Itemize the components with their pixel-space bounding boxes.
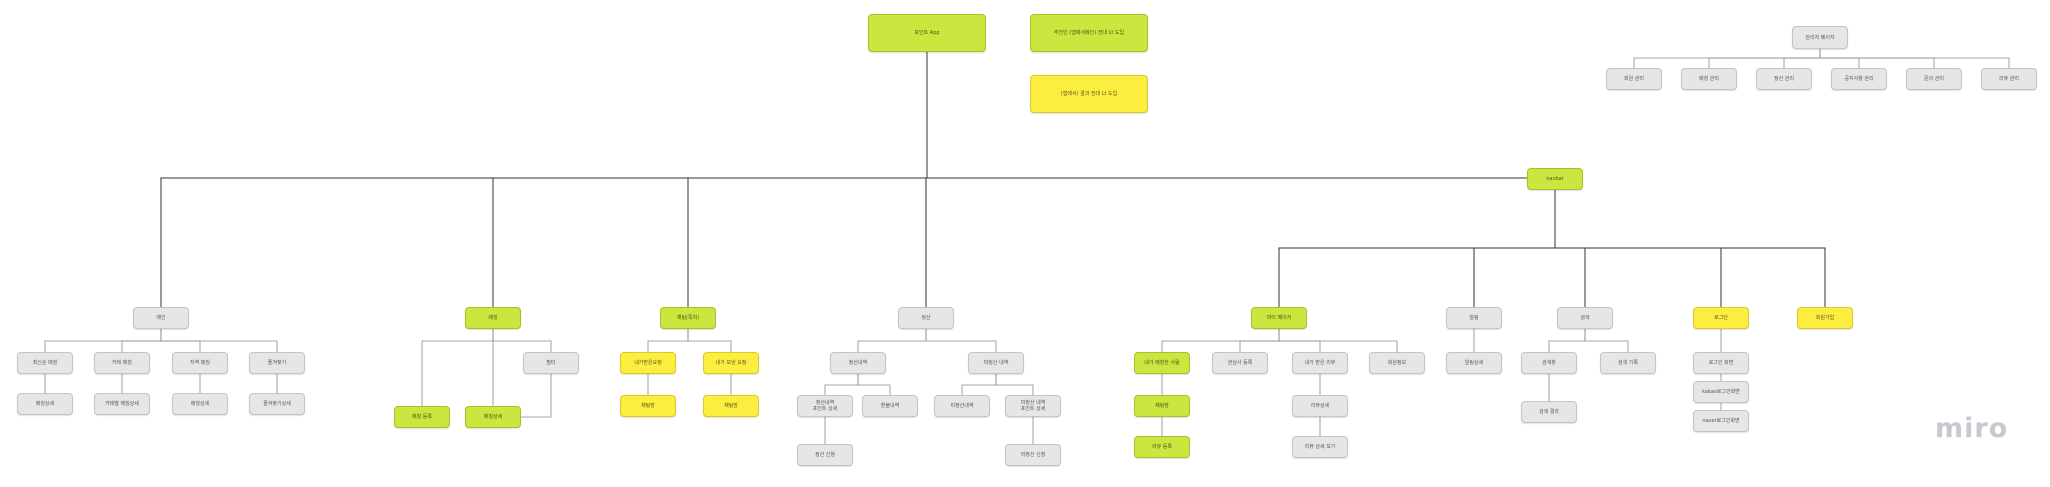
node-login-c2[interactable]: kakao로그인화면 [1693, 381, 1749, 403]
connector-mypage-to-my-c4 [1278, 329, 1398, 352]
node-home-d4[interactable]: 즐겨찾기상세 [249, 393, 305, 415]
connector-settle-c1-to-settle-d2 [857, 374, 891, 395]
connector-root-to-chat [687, 52, 928, 307]
node-home-c4[interactable]: 즐겨찾기 [249, 352, 305, 374]
node-settle-d3[interactable]: 미정산내역 [934, 395, 990, 417]
connector-admin-to-admin-c5 [1819, 49, 1935, 68]
node-note1[interactable]: 추천인 (앱에서메인) 전대 Lt 도입 [1030, 14, 1148, 52]
connector-match-c3-to-match-c2 [521, 374, 552, 418]
node-my-e3[interactable]: 리뷰 상세 보기 [1292, 436, 1348, 458]
connector-settle-c2-to-settle-d3 [961, 374, 997, 395]
node-note2[interactable]: (앱에서) 결과 전대 Lt 도입 [1030, 75, 1148, 113]
node-admin-c2[interactable]: 매칭 관리 [1681, 68, 1737, 90]
connector-match-to-match-c3 [492, 329, 552, 352]
node-admin-c1[interactable]: 회원 관리 [1606, 68, 1662, 90]
node-my-c2[interactable]: 관심사 등록 [1212, 352, 1268, 374]
node-signup[interactable]: 회원가입 [1797, 307, 1853, 329]
connector-admin-to-admin-c4 [1819, 49, 1860, 68]
node-my-e1[interactable]: 리뷰 등록 [1134, 436, 1190, 458]
connector-root-to-home [160, 52, 928, 307]
connector-navbar-to-signup [1554, 190, 1826, 307]
connector-settle-c2-to-settle-d4 [995, 374, 1034, 395]
connector-home-to-home-c4 [160, 329, 278, 352]
node-login[interactable]: 로그인 [1693, 307, 1749, 329]
connector-navbar-to-alarm [1473, 190, 1556, 307]
node-search[interactable]: 검색 [1557, 307, 1613, 329]
node-chat-c2[interactable]: 내가 보낸 요청 [703, 352, 759, 374]
node-settle-c1[interactable]: 정산내역 [830, 352, 886, 374]
node-settle-d4[interactable]: 미정산 내역 포인트 상세 [1005, 395, 1061, 417]
connector-admin-to-admin-c1 [1633, 49, 1821, 68]
connector-chat-to-chat-c1 [647, 329, 689, 352]
connector-search-to-search-c1 [1548, 329, 1586, 352]
node-admin[interactable]: 관리자 페이지 [1792, 26, 1848, 49]
node-root[interactable]: 포인트 App [868, 14, 986, 52]
node-alarm-c1[interactable]: 알림상세 [1446, 352, 1502, 374]
node-chat-c1[interactable]: 내가받은요청 [620, 352, 676, 374]
node-home-c2[interactable]: 카테 매칭 [94, 352, 150, 374]
node-settle-c2[interactable]: 미정산 내역 [968, 352, 1024, 374]
connector-chat-to-chat-c2 [687, 329, 732, 352]
node-chat-d1[interactable]: 채팅방 [620, 395, 676, 417]
node-login-c3[interactable]: naver로그인화면 [1693, 410, 1749, 432]
connector-mypage-to-my-c2 [1239, 329, 1280, 352]
node-my-c3[interactable]: 내가 받은 리뷰 [1292, 352, 1348, 374]
connector-match-to-match-c1 [421, 329, 494, 406]
node-admin-c5[interactable]: 문의 관리 [1906, 68, 1962, 90]
node-settle-d2[interactable]: 환불내역 [862, 395, 918, 417]
node-admin-c4[interactable]: 공지사항 관리 [1831, 68, 1887, 90]
node-match-c3[interactable]: 필터 [523, 352, 579, 374]
connector-home-to-home-c2 [121, 329, 162, 352]
node-admin-c3[interactable]: 정산 관리 [1756, 68, 1812, 90]
connector-search-to-search-c2 [1584, 329, 1629, 352]
node-my-c1[interactable]: 내가 매칭한 사람 [1134, 352, 1190, 374]
connector-home-to-home-c1 [44, 329, 162, 352]
node-settle-e2[interactable]: 미정산 신청 [1005, 444, 1061, 466]
node-mypage[interactable]: 마이 페이지 [1251, 307, 1307, 329]
connector-admin-to-admin-c6 [1819, 49, 2010, 68]
node-my-c4[interactable]: 회원정보 [1369, 352, 1425, 374]
node-home-d1[interactable]: 매칭상세 [17, 393, 73, 415]
node-match-c1[interactable]: 매칭 등록 [394, 406, 450, 428]
node-navbar[interactable]: navbar [1527, 168, 1583, 190]
node-chat-d2[interactable]: 채팅방 [703, 395, 759, 417]
node-home-d3[interactable]: 매칭상세 [172, 393, 228, 415]
node-alarm[interactable]: 알림 [1446, 307, 1502, 329]
connector-root-to-match [492, 52, 928, 307]
node-login-c1[interactable]: 로그인 화면 [1693, 352, 1749, 374]
connector-settle-to-settle-c1 [857, 329, 927, 352]
node-home[interactable]: 메인 [133, 307, 189, 329]
node-settle[interactable]: 정산 [898, 307, 954, 329]
connector-settle-to-settle-c2 [925, 329, 997, 352]
node-match[interactable]: 매칭 [465, 307, 521, 329]
node-settle-d1[interactable]: 정산내역 포인트 상세 [797, 395, 853, 417]
node-search-c1[interactable]: 검색창 [1521, 352, 1577, 374]
node-home-d2[interactable]: 카테별 매칭상세 [94, 393, 150, 415]
node-my-d1[interactable]: 채팅방 [1134, 395, 1190, 417]
node-chat[interactable]: 채팅(쪽지) [660, 307, 716, 329]
node-settle-e1[interactable]: 정산 신청 [797, 444, 853, 466]
miro-logo: miro [1935, 413, 2009, 444]
node-home-c1[interactable]: 최신순 매칭 [17, 352, 73, 374]
connector-admin-to-admin-c2 [1708, 49, 1821, 68]
node-my-d3[interactable]: 리뷰상세 [1292, 395, 1348, 417]
connector-admin-to-admin-c3 [1783, 49, 1821, 68]
node-admin-c6[interactable]: 리뷰 관리 [1981, 68, 2037, 90]
connector-mypage-to-my-c1 [1161, 329, 1280, 352]
node-match-c2[interactable]: 매칭상세 [465, 406, 521, 428]
connector-mypage-to-my-c3 [1278, 329, 1321, 352]
node-search-d1[interactable]: 검색 결과 [1521, 401, 1577, 423]
node-home-c3[interactable]: 지역 매칭 [172, 352, 228, 374]
connector-root-to-navbar [926, 52, 1556, 179]
connector-settle-c1-to-settle-d1 [824, 374, 859, 395]
node-search-c2[interactable]: 검색 기록 [1600, 352, 1656, 374]
connector-home-to-home-c3 [160, 329, 201, 352]
